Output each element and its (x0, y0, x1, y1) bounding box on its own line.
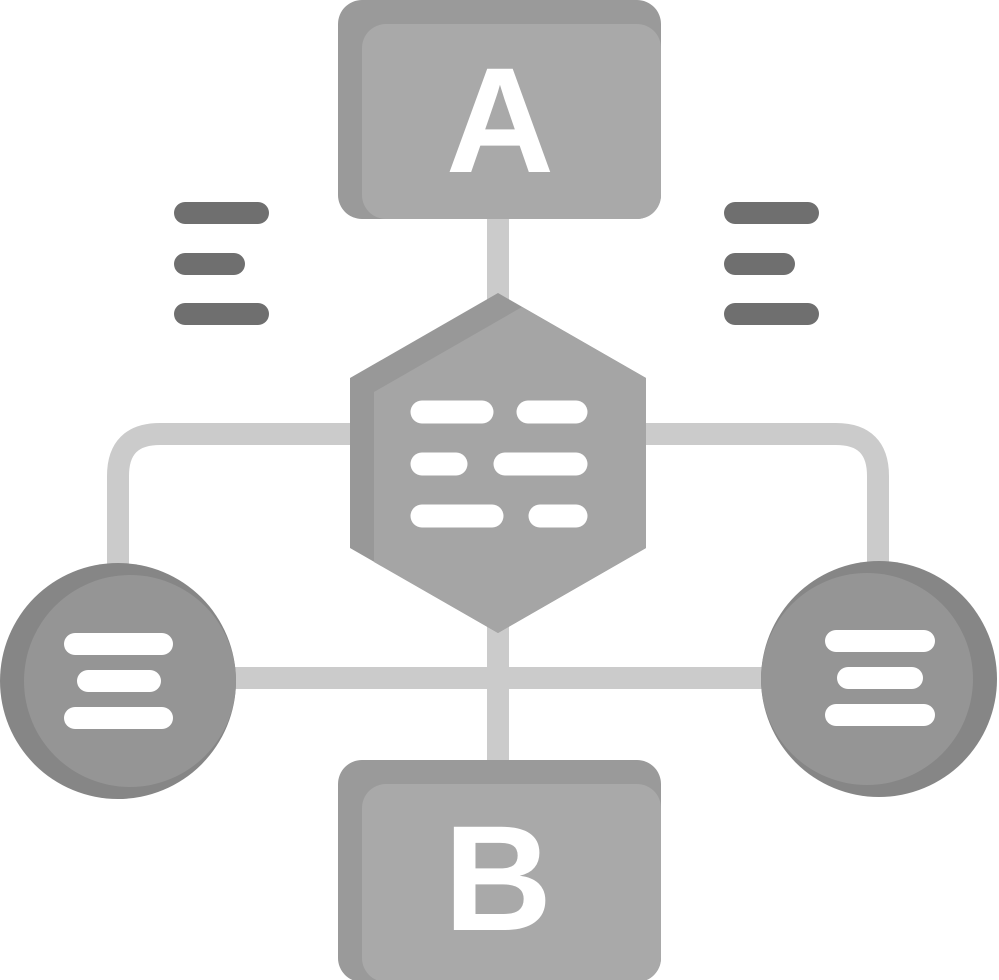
connectors (107, 215, 889, 765)
decision-hexagon-icon (350, 293, 646, 633)
left-text-lines-icon (174, 202, 269, 325)
top-box-body (362, 24, 661, 219)
top-box-label: A (446, 36, 554, 204)
left-circle-node (0, 563, 236, 799)
right-text-lines-icon (724, 202, 819, 325)
left-circle-list-lines-icon (64, 633, 173, 729)
hexagon-text-lines-icon (410, 400, 588, 528)
bottom-box-body (362, 784, 661, 980)
connector-hexagon-to-left-circle (107, 423, 352, 565)
connector-hexagon-to-right-circle (646, 423, 889, 565)
bottom-box: B (338, 760, 661, 980)
bottom-box-label: B (444, 794, 552, 962)
right-circle-list-lines-icon (825, 630, 935, 726)
top-box: A (338, 0, 661, 219)
right-circle-node (761, 561, 997, 797)
